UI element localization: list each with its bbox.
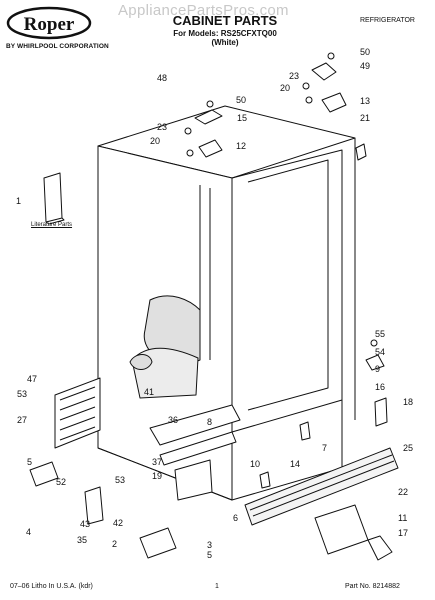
callout-25: 25	[403, 443, 414, 453]
callout-36: 36	[168, 415, 179, 425]
callout-37: 37	[152, 457, 163, 467]
callout-17: 17	[398, 528, 409, 538]
callout-2: 2	[112, 539, 118, 549]
callout-23b: 23	[289, 71, 300, 81]
callout-10: 10	[250, 459, 261, 469]
callout-5b: 5	[207, 550, 213, 560]
callout-6: 6	[233, 513, 239, 523]
footer-part-number: Part No. 8214882	[345, 583, 400, 590]
callout-54: 54	[375, 347, 386, 357]
callout-43: 43	[80, 519, 91, 529]
callout-13: 13	[360, 96, 371, 106]
callout-16: 16	[375, 382, 386, 392]
callout-50b: 50	[360, 47, 371, 57]
callout-15: 15	[237, 113, 248, 123]
callout-53b: 53	[115, 475, 126, 485]
callout-9: 9	[375, 364, 381, 374]
footer-litho: 07–06 Litho In U.S.A. (kdr)	[10, 583, 93, 590]
callout-42: 42	[113, 518, 124, 528]
callout-14: 14	[290, 459, 301, 469]
callout-12: 12	[236, 141, 247, 151]
callout-23: 23	[157, 122, 168, 132]
callout-21: 21	[360, 113, 371, 123]
literature-parts-label: Literature Parts	[31, 222, 73, 228]
callout-52: 52	[56, 477, 67, 487]
appliance-category: REFRIGERATOR	[360, 17, 415, 24]
brand-name: Roper	[24, 14, 75, 35]
corporation-line: BY WHIRLPOOL CORPORATION	[6, 43, 109, 50]
callout-53: 53	[17, 389, 28, 399]
callout-35: 35	[77, 535, 88, 545]
watermark-text: AppliancePartsPros.com	[118, 2, 289, 19]
callout-20b: 20	[280, 83, 291, 93]
callout-5: 5	[27, 457, 33, 467]
roper-logo: Roper	[6, 6, 92, 40]
callout-22: 22	[398, 487, 409, 497]
callout-27: 27	[17, 415, 28, 425]
callout-1: 1	[16, 196, 22, 206]
callout-11: 11	[398, 513, 408, 523]
callout-4: 4	[26, 527, 32, 537]
callout-18: 18	[403, 397, 414, 407]
callout-20: 20	[150, 136, 161, 146]
footer-page-number: 1	[215, 583, 219, 590]
callout-8: 8	[207, 417, 213, 427]
callout-48: 48	[157, 73, 168, 83]
callout-7: 7	[322, 443, 328, 453]
callout-49: 49	[360, 61, 371, 71]
callout-3: 3	[207, 540, 213, 550]
callout-55: 55	[375, 329, 386, 339]
callout-41: 41	[144, 387, 155, 397]
callout-50: 50	[236, 95, 247, 105]
model-numbers: For Models: RS25CFXTQ00	[173, 29, 277, 38]
callout-19: 19	[152, 471, 163, 481]
finish-color: (White)	[211, 38, 239, 47]
callout-47: 47	[27, 374, 38, 384]
page-title: CABINET PARTS	[172, 13, 278, 28]
